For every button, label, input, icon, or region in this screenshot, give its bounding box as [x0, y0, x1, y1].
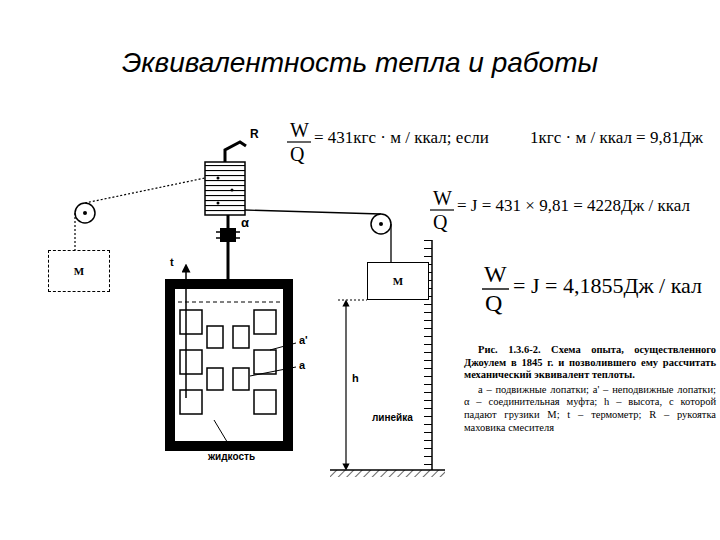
drum-dot	[231, 189, 234, 192]
leader-line	[214, 420, 232, 450]
coupling	[216, 231, 240, 233]
slide-title: Эквивалентность тепла и работы	[0, 48, 720, 79]
formula-term: Q	[485, 290, 502, 316]
pulley	[371, 214, 391, 234]
cord	[85, 178, 205, 203]
part-label: a'	[299, 334, 308, 346]
part-label: α	[241, 216, 249, 230]
moving-paddle	[207, 368, 223, 390]
moving-paddle	[233, 326, 249, 348]
moving-paddle	[233, 368, 249, 390]
cord	[245, 210, 381, 214]
pulley-axle	[379, 222, 383, 226]
fixed-vane	[180, 390, 202, 414]
part-label: жидкость	[208, 451, 255, 462]
pulley	[75, 203, 95, 223]
crank-handle	[225, 142, 246, 162]
liquid-level	[178, 302, 280, 303]
fraction-bar	[430, 209, 454, 210]
leader-line	[250, 367, 296, 376]
caption-block: Рис. 1.3.6-2. Схема опыта, осуществленно…	[464, 344, 716, 434]
cord	[390, 224, 391, 262]
drum-dot	[217, 202, 220, 205]
weight-label: M	[393, 275, 403, 287]
formula-text: = J = 4,1855Дж / кал	[513, 274, 702, 298]
formula-term: W	[484, 261, 507, 287]
drum-dot	[217, 177, 220, 180]
part-label: a	[299, 359, 305, 371]
height-arrow	[345, 303, 346, 467]
coupling	[216, 237, 240, 239]
formula-text: = J = 431 × 9,81 = 4228Дж / ккал	[457, 197, 690, 216]
formula-text: = 431кгс · м / ккал; если	[314, 129, 489, 148]
thermometer	[185, 268, 187, 398]
formula-text: 1кгс · м / ккал = 9,81Дж	[530, 129, 703, 148]
part-label: h	[352, 372, 359, 384]
leader-line	[270, 343, 296, 350]
vessel-wall	[170, 284, 288, 446]
formula-term: W	[433, 187, 452, 209]
formula-term: W	[290, 119, 309, 141]
weight-label: M	[74, 265, 84, 277]
ground	[330, 469, 445, 471]
fixed-vane	[254, 310, 276, 334]
part-label: t	[170, 256, 174, 268]
drum	[205, 162, 245, 215]
part-label: линейка	[372, 412, 413, 423]
fixed-vane	[254, 350, 276, 374]
moving-paddle	[207, 326, 223, 348]
caption-legend: а – подвижные лопатки; а' – неподвижные …	[464, 384, 716, 434]
formula-term: Q	[290, 143, 304, 165]
fixed-vane	[180, 350, 202, 374]
fixed-vane	[254, 390, 276, 414]
fixed-vane	[180, 310, 202, 334]
cord	[74, 213, 75, 250]
coupling	[220, 228, 236, 242]
fraction-bar	[287, 141, 311, 142]
level-mark	[338, 300, 367, 301]
figure-caption: Рис. 1.3.6-2. Схема опыта, осуществленно…	[464, 344, 716, 382]
pulley-axle	[83, 211, 87, 215]
part-label: R	[250, 128, 259, 141]
ground-hatch	[330, 470, 445, 477]
weight-box: M	[367, 262, 429, 300]
ruler	[431, 240, 433, 470]
weight-box: M	[48, 250, 110, 292]
fraction-bar	[482, 288, 509, 289]
formula-term: Q	[433, 211, 447, 233]
